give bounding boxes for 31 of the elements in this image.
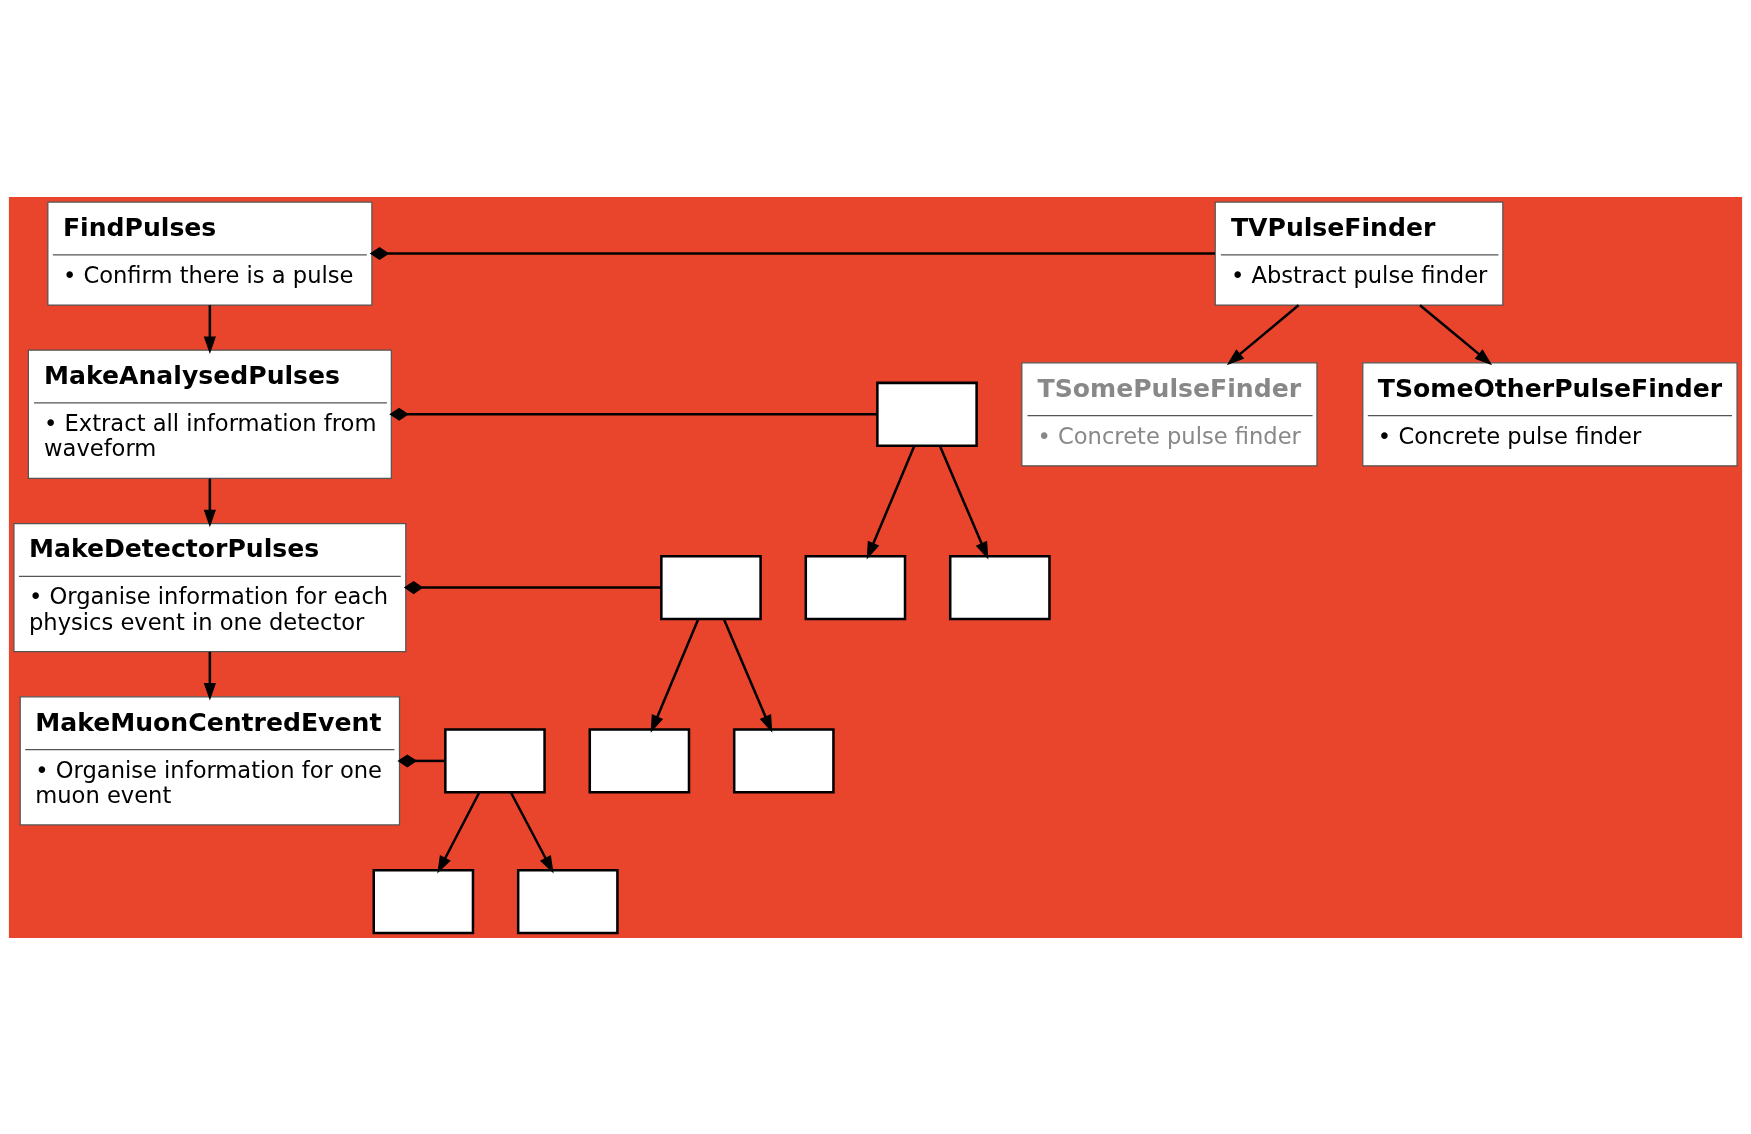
connector	[369, 246, 1215, 260]
node-box: MakeMuonCentredEvent • Organise information for one muon event	[19, 695, 401, 826]
connector	[397, 753, 446, 767]
arrow	[1419, 303, 1493, 365]
node-box	[732, 727, 835, 794]
arrow	[866, 444, 916, 559]
arrow	[650, 618, 700, 733]
arrow	[509, 791, 554, 873]
arrow	[938, 444, 989, 559]
node-box	[516, 868, 619, 934]
arrow	[1226, 303, 1300, 365]
arrow	[203, 478, 216, 527]
node-box: FindPulses • Confirm there is a pulse	[47, 200, 373, 306]
node-box	[876, 381, 978, 447]
arrow	[437, 791, 481, 873]
node-box: MakeDetectorPulses • Organise information for each physics event in one detector	[13, 522, 407, 652]
arrow	[722, 618, 773, 733]
node-box	[588, 727, 691, 794]
node-box	[372, 868, 475, 934]
node-box: MakeAnalysedPulses • Extract all information from waveform	[27, 349, 392, 479]
node-box: TSomeOtherPulseFinder • Concrete pulse finder	[1362, 361, 1738, 466]
connector	[389, 407, 878, 421]
node-box: TVPulseFinder • Abstract pulse finder	[1214, 200, 1504, 306]
arrow	[203, 304, 216, 354]
node-box: TSomePulseFinder • Concrete pulse finder	[1021, 361, 1318, 466]
arrow	[203, 651, 216, 701]
node-box	[660, 554, 762, 620]
node-box	[444, 727, 546, 794]
node-box	[948, 554, 1051, 620]
connector	[403, 580, 661, 594]
node-box	[804, 554, 907, 620]
